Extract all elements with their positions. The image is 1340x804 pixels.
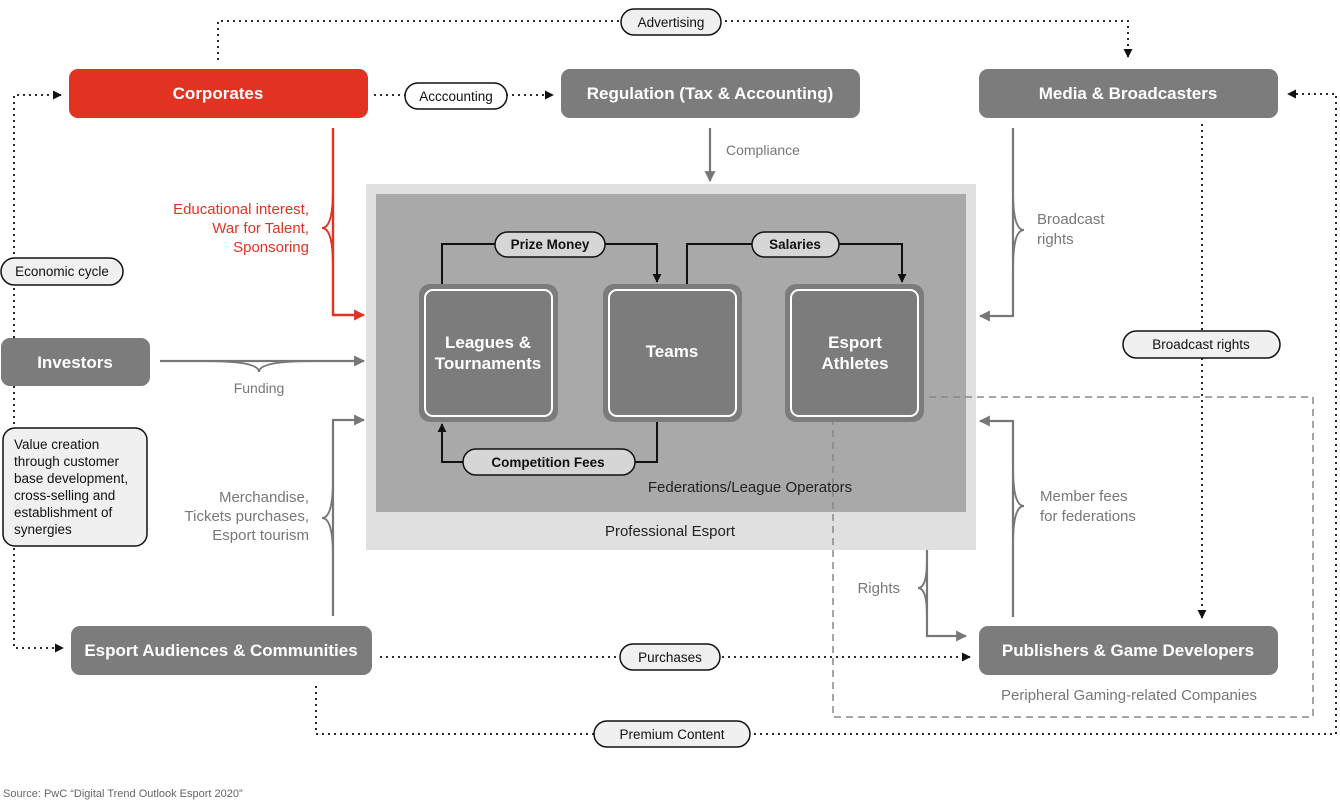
competition-fees-pill: Competition Fees	[462, 448, 636, 476]
value-creation-line5: establishment of	[14, 505, 113, 520]
broadcast-gray-arrow	[978, 128, 1015, 322]
publishers-label: Publishers & Game Developers	[1002, 641, 1254, 660]
corporates-node: Corporates	[69, 69, 368, 118]
athletes-label-line2: Athletes	[821, 354, 888, 373]
prize-money-pill: Prize Money	[494, 231, 606, 258]
corporate-interest-line3: Sponsoring	[233, 239, 309, 256]
federations-label: Federations/League Operators	[648, 479, 852, 496]
broadcast-rights-pill-label: Broadcast rights	[1152, 337, 1250, 352]
premium-content-pill: Premium Content	[593, 720, 751, 748]
premium-content-label: Premium Content	[619, 727, 724, 742]
economic-cycle-rail-top	[13, 90, 62, 338]
corporate-interest-brace	[321, 189, 334, 267]
advertising-pill: Advertising	[620, 8, 722, 36]
value-creation-line3: base development,	[14, 471, 128, 486]
premium-content-arrow	[315, 89, 1337, 735]
audiences-label: Esport Audiences & Communities	[84, 641, 357, 660]
source-note: Source: PwC “Digital Trend Outlook Espor…	[3, 788, 243, 800]
athletes-node: Esport Athletes	[785, 284, 924, 422]
leagues-label-line2: Tournaments	[435, 354, 541, 373]
merchandise-brace	[321, 479, 334, 557]
corporate-interest-line2: War for Talent,	[212, 220, 309, 237]
investors-label: Investors	[37, 353, 113, 372]
teams-node: Teams	[603, 284, 742, 422]
economic-cycle-rail-bottom	[13, 386, 64, 653]
salaries-pill: Salaries	[751, 231, 840, 258]
corporate-interest-line1: Educational interest,	[173, 201, 309, 218]
broadcast-brace	[1012, 191, 1025, 269]
teams-label: Teams	[646, 342, 699, 361]
athletes-label-line1: Esport	[828, 333, 882, 352]
value-creation-line1: Value creation	[14, 437, 99, 452]
funding-label: Funding	[234, 380, 285, 396]
compliance-label: Compliance	[726, 142, 800, 158]
value-creation-line2: through customer	[14, 454, 120, 469]
corporates-label: Corporates	[173, 84, 264, 103]
rights-brace	[917, 559, 928, 617]
funding-brace	[204, 360, 314, 373]
value-creation-line4: cross-selling and	[14, 488, 115, 503]
media-label: Media & Broadcasters	[1039, 84, 1218, 103]
broadcast-label-line1: Broadcast	[1037, 211, 1105, 228]
regulation-label: Regulation (Tax & Accounting)	[587, 84, 834, 103]
professional-esport-label: Professional Esport	[605, 523, 736, 540]
value-creation-note: Value creation through customer base dev…	[2, 427, 148, 547]
economic-cycle-label: Economic cycle	[15, 264, 109, 279]
merchandise-label-line2: Tickets purchases,	[185, 508, 310, 525]
peripheral-companies-label: Peripheral Gaming-related Companies	[1001, 687, 1257, 704]
broadcast-rights-pill: Broadcast rights	[1122, 330, 1281, 359]
publishers-node: Publishers & Game Developers	[979, 626, 1278, 675]
prize-money-label: Prize Money	[511, 237, 590, 252]
advertising-label: Advertising	[638, 15, 705, 30]
salaries-label: Salaries	[769, 237, 821, 252]
media-node: Media & Broadcasters	[979, 69, 1278, 118]
audiences-node: Esport Audiences & Communities	[71, 626, 372, 675]
broadcast-label-line2: rights	[1037, 231, 1074, 248]
rights-label: Rights	[857, 580, 900, 597]
purchases-pill: Purchases	[619, 643, 721, 671]
purchases-label: Purchases	[638, 650, 702, 665]
economic-cycle-pill: Economic cycle	[0, 257, 124, 286]
value-creation-line6: synergies	[14, 522, 72, 537]
corporate-interest-arrow	[331, 128, 366, 321]
member-fees-arrow	[978, 415, 1015, 617]
member-fees-brace	[1012, 467, 1025, 545]
leagues-node: Leagues & Tournaments	[419, 284, 558, 422]
merchandise-label-line3: Esport tourism	[212, 527, 309, 544]
merchandise-arrow	[331, 414, 366, 616]
accounting-pill: Acccounting	[404, 82, 508, 110]
accounting-label: Acccounting	[419, 89, 493, 104]
leagues-label-line1: Leagues &	[445, 333, 531, 352]
peripheral-companies-container	[832, 396, 1314, 718]
competition-fees-label: Competition Fees	[491, 455, 604, 470]
merchandise-label-line1: Merchandise,	[219, 489, 309, 506]
member-fees-label-line2: for federations	[1040, 508, 1136, 525]
member-fees-label-line1: Member fees	[1040, 488, 1128, 505]
regulation-node: Regulation (Tax & Accounting)	[561, 69, 860, 118]
rights-arrow	[925, 550, 968, 642]
investors-node: Investors	[1, 338, 150, 386]
